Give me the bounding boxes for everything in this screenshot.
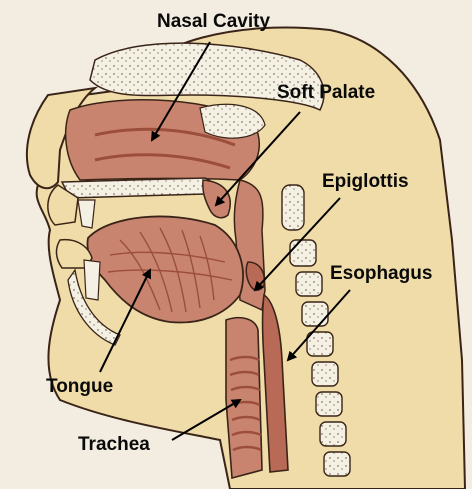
label-esophagus: Esophagus [330, 264, 432, 283]
trachea-region [226, 318, 262, 478]
label-soft-palate: Soft Palate [277, 83, 375, 102]
label-tongue: Tongue [46, 377, 113, 396]
label-nasal-cavity: Nasal Cavity [157, 12, 270, 31]
lower-teeth [84, 260, 100, 300]
label-epiglottis: Epiglottis [322, 172, 409, 191]
hard-palate [62, 178, 213, 198]
label-trachea: Trachea [78, 435, 150, 454]
